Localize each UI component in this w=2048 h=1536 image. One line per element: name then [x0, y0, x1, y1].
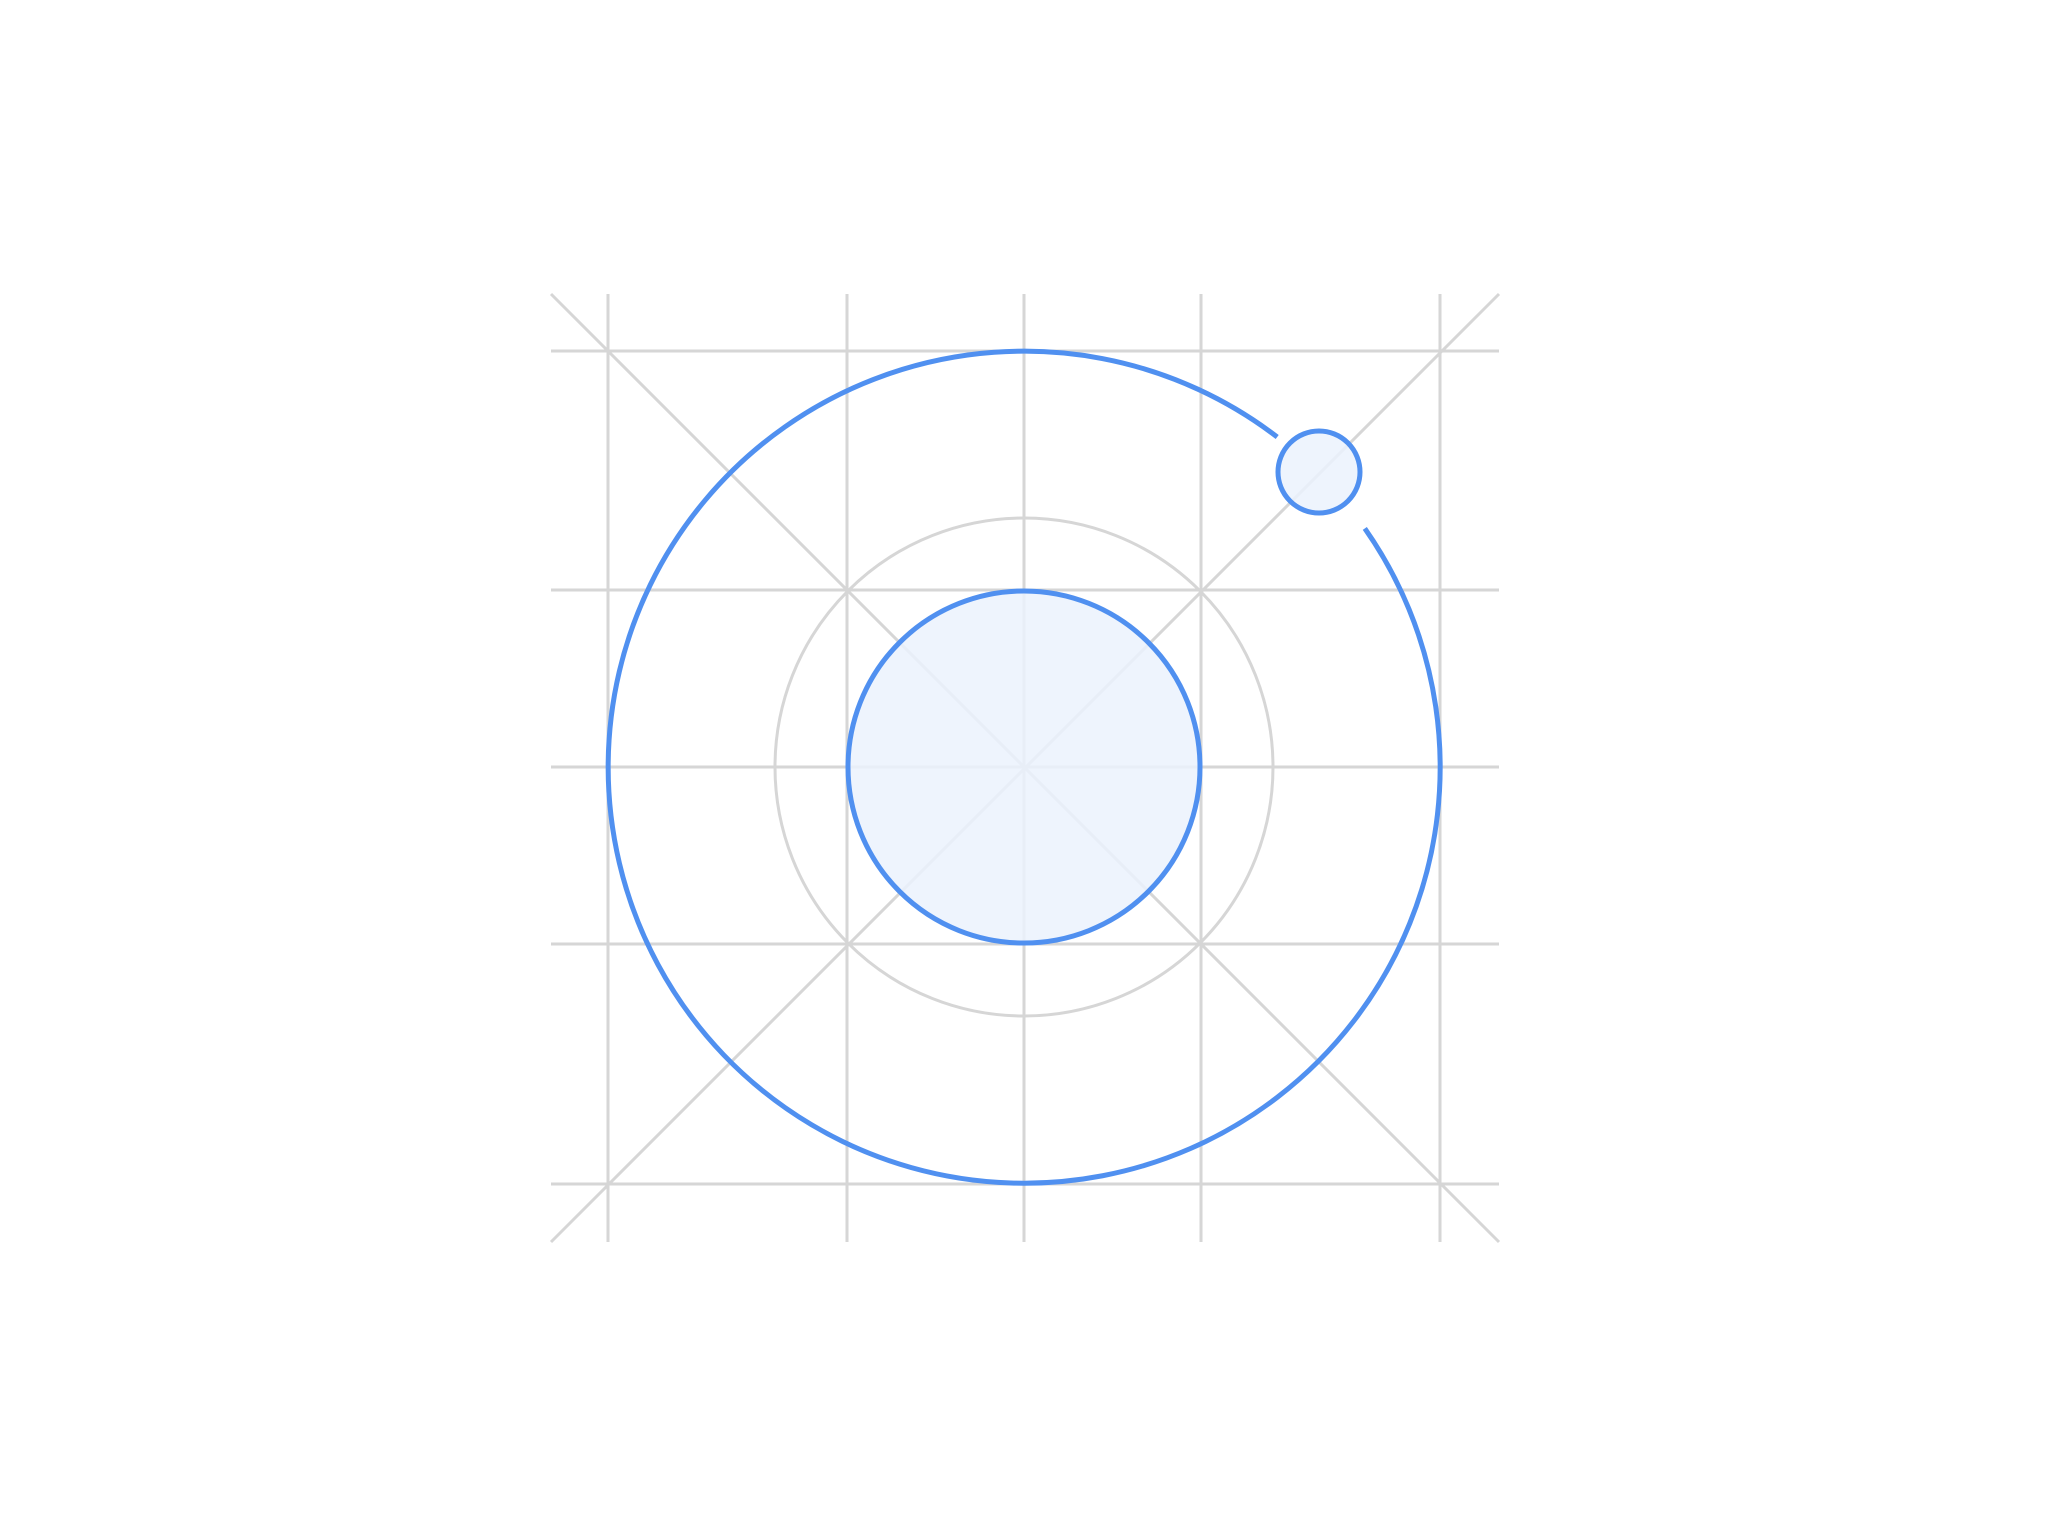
outer-ring [605, 348, 1443, 1186]
orbit-dot [1275, 428, 1363, 516]
inner-disc [845, 588, 1203, 946]
icon-shapes [605, 348, 1443, 1186]
guide-circle [773, 516, 1275, 1018]
